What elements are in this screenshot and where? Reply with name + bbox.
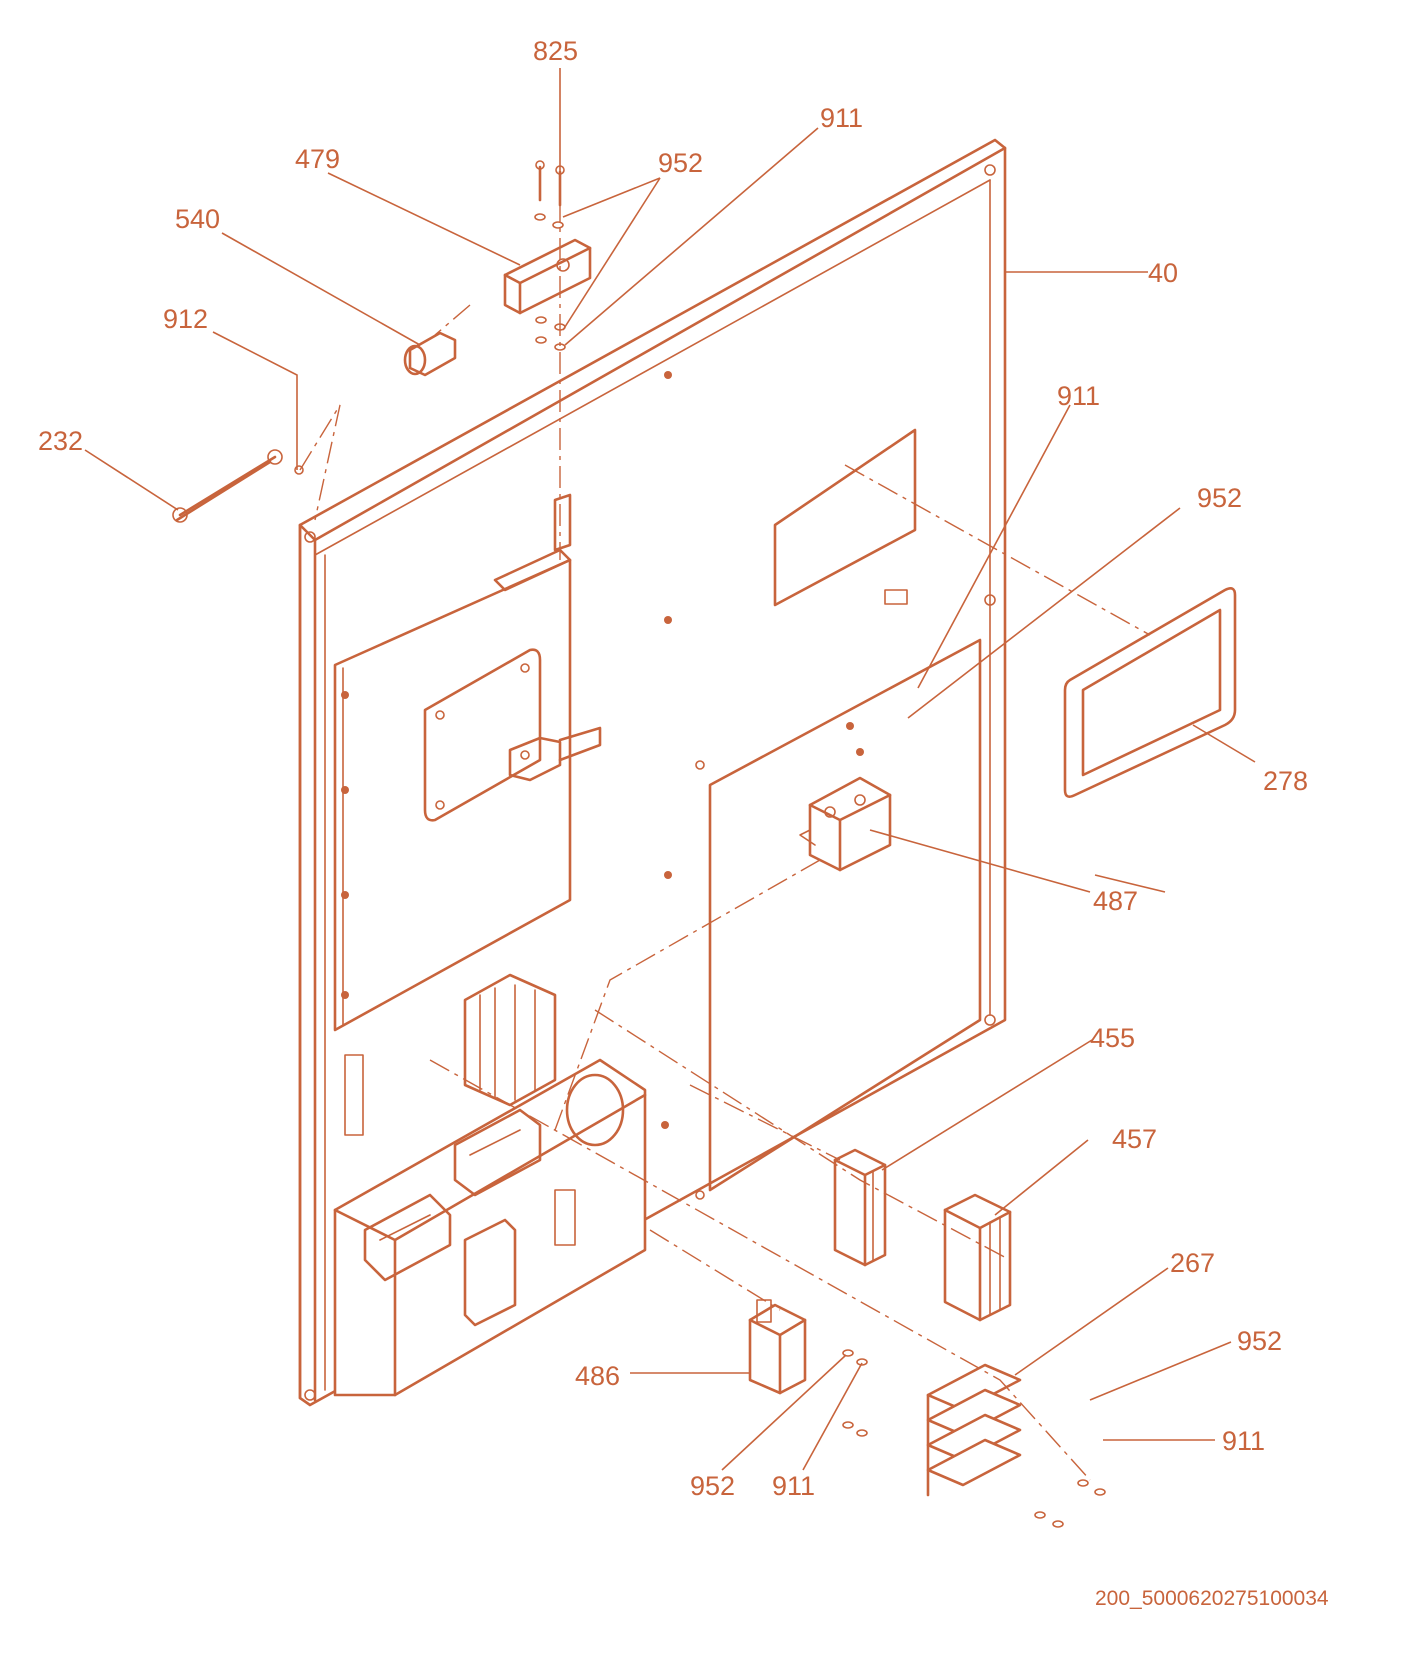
drawing-reference-number: 200_5000620275100034 bbox=[1095, 1587, 1329, 1610]
callout-267: 267 bbox=[1170, 1248, 1215, 1278]
callout-455: 455 bbox=[1090, 1023, 1135, 1053]
callout-952-top: 952 bbox=[658, 148, 703, 178]
callout-911-bottom: 911 bbox=[772, 1471, 815, 1501]
callout-911-right: 911 bbox=[1057, 381, 1100, 411]
outlet-enclosure bbox=[333, 1058, 647, 1397]
right-mounting-plate bbox=[661, 371, 982, 1200]
terminal-strip-486 bbox=[748, 1299, 807, 1395]
mounting-bracket-479 bbox=[503, 238, 592, 315]
relay-487 bbox=[799, 722, 892, 872]
callout-825: 825 bbox=[533, 36, 578, 66]
terminal-block-267 bbox=[926, 1363, 1022, 1497]
callout-540: 540 bbox=[175, 204, 220, 234]
installed-breakers bbox=[344, 973, 557, 1136]
callout-leaders bbox=[84, 68, 1256, 1471]
left-mounting-plate bbox=[333, 493, 602, 1032]
callout-952-bottom: 952 bbox=[690, 1471, 735, 1501]
loose-fasteners bbox=[842, 1349, 1106, 1528]
ground-strap-232 bbox=[172, 449, 304, 523]
callout-911-lower: 911 bbox=[1222, 1426, 1265, 1456]
callout-952-right: 952 bbox=[1197, 483, 1242, 513]
callout-40: 40 bbox=[1148, 258, 1178, 288]
callout-479: 479 bbox=[295, 144, 340, 174]
callout-232: 232 bbox=[38, 426, 83, 456]
callout-487: 487 bbox=[1093, 886, 1138, 916]
callout-912: 912 bbox=[163, 304, 208, 334]
assembly-lines bbox=[299, 200, 1151, 1481]
callout-278: 278 bbox=[1263, 766, 1308, 796]
callout-labels: 825 911 479 952 540 40 912 232 911 952 2… bbox=[38, 36, 1329, 1610]
cable-gland-540 bbox=[403, 331, 457, 377]
callout-952-lower: 952 bbox=[1237, 1326, 1282, 1356]
window-gasket-278 bbox=[1063, 587, 1237, 798]
circuit-breaker-457 bbox=[943, 1193, 1012, 1322]
callout-911-top: 911 bbox=[820, 103, 863, 133]
circuit-breaker-455 bbox=[833, 1148, 887, 1267]
callout-486: 486 bbox=[575, 1361, 620, 1391]
callout-457: 457 bbox=[1112, 1124, 1157, 1154]
